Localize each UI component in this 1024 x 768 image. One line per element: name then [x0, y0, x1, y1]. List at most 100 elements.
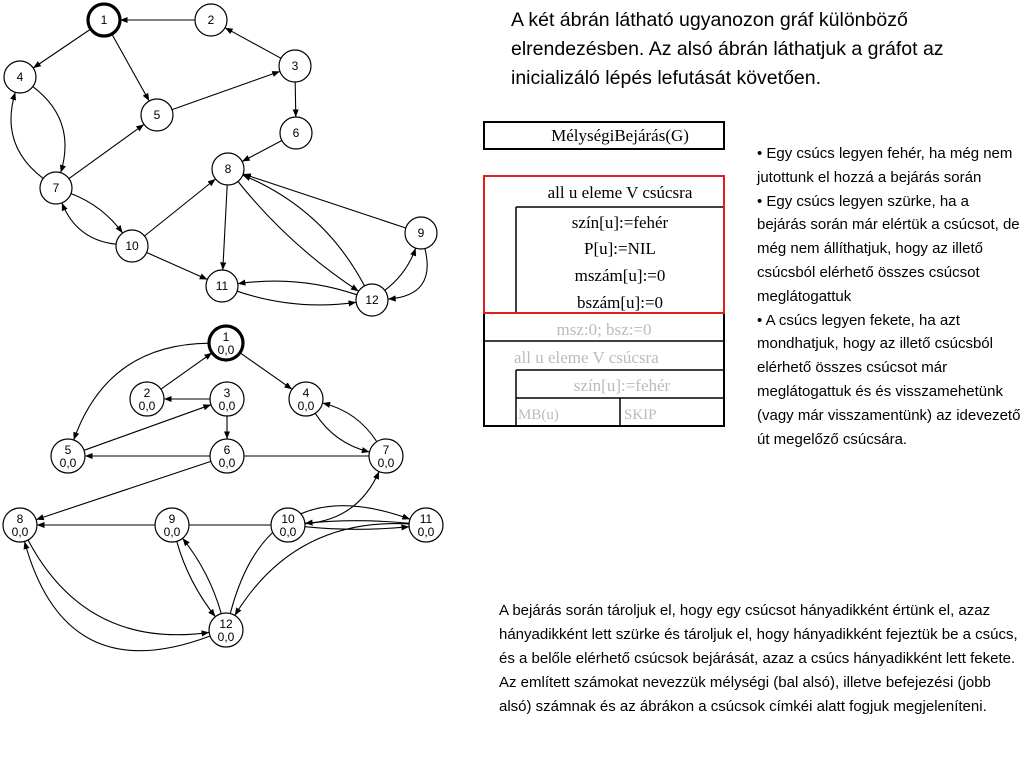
- algo-condition: szín[u]:=fehér: [574, 376, 671, 395]
- top-node-2: 2: [194, 3, 228, 37]
- bullet-list: • Egy csúcs legyen fehér, ha még nem jut…: [757, 142, 1022, 451]
- top-node-label: 10: [125, 239, 139, 253]
- bottom-node-label: 10: [281, 512, 295, 526]
- top-edge-12-8: [242, 174, 365, 287]
- top-node-1: 1: [86, 2, 122, 38]
- bottom-node-10: 100,0: [270, 507, 306, 543]
- algo-branch-true: MB(u): [518, 407, 559, 423]
- top-node-label: 12: [365, 293, 379, 307]
- top-edge-10-11: [146, 251, 208, 281]
- bottom-node-label: 9: [169, 512, 176, 526]
- bottom-node-values: 0,0: [298, 399, 315, 413]
- bottom-node-values: 0,0: [139, 399, 156, 413]
- bottom-node-3: 30,0: [209, 381, 245, 417]
- bottom-edge-6-8: [35, 460, 212, 521]
- bottom-node-label: 1: [223, 330, 230, 344]
- bottom-edge-9-12: [176, 541, 216, 618]
- top-edge-9-8: [243, 173, 406, 229]
- top-edge-10-7: [61, 202, 117, 245]
- algo-body-box: [483, 175, 725, 427]
- bottom-edge-10-11: [304, 524, 410, 531]
- top-edge-11-12: [236, 290, 357, 307]
- algo-init-line: mszám[u]:=0: [575, 266, 666, 285]
- top-node-10: 10: [115, 229, 149, 263]
- top-edge-7-10: [70, 193, 124, 234]
- bottom-edge-1-5: [73, 342, 210, 441]
- top-node-4: 4: [3, 60, 37, 94]
- top-node-label: 11: [216, 279, 229, 293]
- top-edge-12-11: [237, 279, 358, 296]
- algo-init-line: szín[u]:=fehér: [572, 213, 669, 232]
- bottom-node-8: 80,0: [2, 507, 38, 543]
- bottom-node-label: 3: [224, 386, 231, 400]
- algo-header: MélységiBejárás(G): [551, 126, 689, 145]
- top-edge-10-8: [144, 178, 216, 237]
- top-node-12: 12: [355, 283, 389, 317]
- top-node-6: 6: [279, 116, 313, 150]
- bottom-node-values: 0,0: [378, 456, 395, 470]
- bottom-edge-12-8: [23, 541, 211, 652]
- bottom-node-label: 6: [224, 443, 231, 457]
- bottom-node-1: 10,0: [207, 324, 245, 362]
- top-edge-3-2: [224, 27, 282, 59]
- bottom-node-9: 90,0: [154, 507, 190, 543]
- bottom-edge-11-12: [234, 523, 410, 616]
- bottom-node-values: 0,0: [218, 343, 235, 357]
- title-text: A két ábrán látható ugyanozon gráf külön…: [511, 9, 944, 89]
- bottom-node-values: 0,0: [219, 456, 236, 470]
- bottom-node-7: 70,0: [368, 438, 404, 474]
- top-node-label: 3: [292, 59, 299, 73]
- top-node-11: 11: [205, 269, 239, 303]
- top-node-3: 3: [278, 49, 312, 83]
- bottom-node-values: 0,0: [60, 456, 77, 470]
- bottom-node-label: 12: [219, 617, 233, 631]
- bottom-node-values: 0,0: [12, 525, 29, 539]
- top-edge-9-12: [387, 248, 428, 302]
- top-node-label: 1: [101, 13, 108, 27]
- bottom-node-label: 7: [383, 443, 390, 457]
- top-node-label: 7: [53, 181, 60, 195]
- top-edge-8-11: [220, 184, 228, 271]
- top-edge-6-8: [241, 140, 283, 162]
- bottom-node-4: 40,0: [288, 381, 324, 417]
- top-edge-8-12: [237, 181, 359, 292]
- bottom-node-5: 50,0: [50, 438, 86, 474]
- bottom-node-11: 110,0: [408, 507, 444, 543]
- bullet-item: • Egy csúcs legyen szürke, ha a bejárás …: [757, 192, 1020, 305]
- algo-counters: msz:0; bsz:=0: [556, 320, 651, 339]
- bottom-node-6: 60,0: [209, 438, 245, 474]
- algo-header-box: [483, 121, 725, 150]
- bottom-node-values: 0,0: [219, 399, 236, 413]
- top-node-8: 8: [211, 152, 245, 186]
- bottom-edge-1-4: [239, 352, 293, 390]
- top-edge-4-7: [32, 86, 66, 173]
- bullet-item: • Egy csúcs legyen fehér, ha még nem jut…: [757, 145, 1013, 186]
- graph-bottom: 10,020,030,040,050,060,070,080,090,0100,…: [2, 324, 444, 652]
- top-node-label: 9: [418, 226, 425, 240]
- top-edge-1-5: [111, 33, 150, 102]
- bullet-item: • A csúcs legyen fekete, ha azt mondhatj…: [757, 311, 1021, 448]
- bottom-edge-2-1: [160, 352, 213, 390]
- top-node-5: 5: [140, 98, 174, 132]
- top-node-7: 7: [39, 171, 73, 205]
- bottom-edge-4-7: [314, 413, 370, 454]
- bottom-node-label: 2: [144, 386, 151, 400]
- top-node-9: 9: [404, 216, 438, 250]
- bottom-paragraph: A bejárás során tároljuk el, hogy egy cs…: [499, 602, 1018, 715]
- bottom-edge-7-4: [322, 401, 378, 442]
- algo-init-line: bszám[u]:=0: [577, 293, 663, 312]
- bottom-node-label: 4: [303, 386, 310, 400]
- bottom-node-values: 0,0: [218, 630, 235, 644]
- bottom-node-label: 11: [420, 512, 433, 526]
- algo-branch-false: SKIP: [624, 407, 657, 423]
- top-node-label: 8: [225, 162, 232, 176]
- algo-loop1: all u eleme V csúcsra: [548, 183, 693, 202]
- top-edge-7-4: [10, 92, 44, 179]
- top-edge-7-5: [68, 123, 145, 180]
- bottom-edge-12-9: [182, 537, 222, 614]
- top-edge-3-6: [292, 81, 299, 118]
- algo-init-line: P[u]:=NIL: [584, 239, 656, 258]
- algo-loop2: all u eleme V csúcsra: [514, 348, 659, 367]
- top-edge-5-3: [171, 70, 281, 111]
